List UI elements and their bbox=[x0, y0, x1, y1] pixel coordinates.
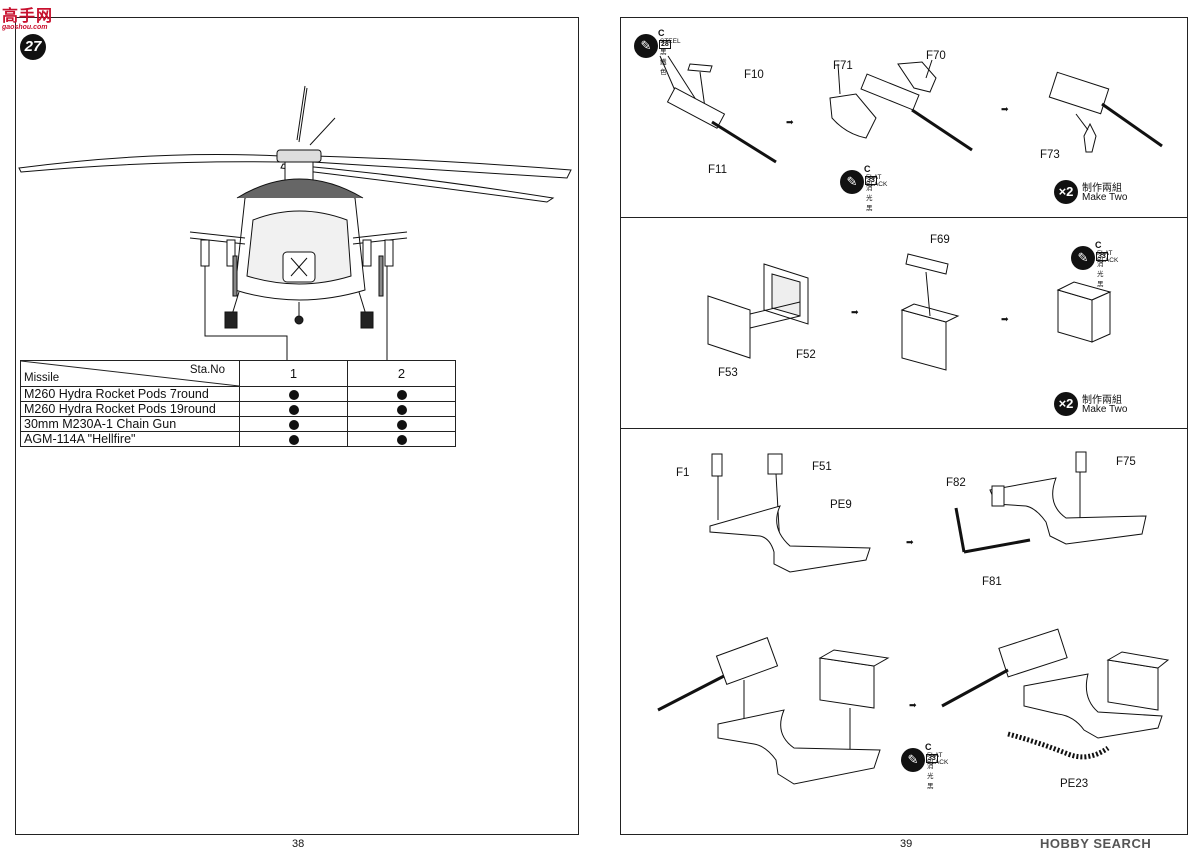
part-label: F1 bbox=[676, 467, 690, 479]
paint-name-cn: 消光黑 bbox=[927, 763, 934, 790]
missile-station-table: Sta.No Missile 1 2 M260 Hydra Rocket Pod… bbox=[20, 360, 456, 447]
station-mark bbox=[347, 401, 456, 417]
station-mark bbox=[239, 431, 348, 447]
step-arrow-icon: ➡ bbox=[786, 117, 794, 127]
part-label: PE23 bbox=[1060, 778, 1089, 790]
filled-dot-icon bbox=[396, 419, 407, 430]
paint-name-cn: 消光黑 bbox=[1097, 261, 1104, 288]
station-mark bbox=[347, 431, 456, 447]
ammo-box-step2 bbox=[896, 248, 966, 374]
filled-dot-icon bbox=[288, 434, 299, 445]
station-mark bbox=[347, 386, 456, 402]
part-label: F51 bbox=[812, 461, 832, 473]
station-1-header: 1 bbox=[239, 360, 348, 387]
watermark-text: 高手网 bbox=[2, 6, 54, 25]
part-label: F71 bbox=[833, 60, 853, 72]
missile-name: M260 Hydra Rocket Pods 19round bbox=[20, 401, 240, 417]
watermark-url: gaoshou.com bbox=[2, 24, 48, 31]
step-arrow-icon: ➡ bbox=[909, 700, 917, 710]
part-label: F82 bbox=[946, 477, 966, 489]
station-mark bbox=[239, 401, 348, 417]
make-two-cn: 制作兩組 bbox=[1082, 183, 1122, 194]
table-row: M260 Hydra Rocket Pods 19round bbox=[20, 401, 456, 417]
paint-name-en: FLAT BLACK bbox=[866, 174, 888, 188]
station-2-header: 2 bbox=[347, 360, 456, 387]
part-label: F73 bbox=[1040, 149, 1060, 161]
missile-name: M260 Hydra Rocket Pods 7round bbox=[20, 386, 240, 402]
part-label: F69 bbox=[930, 234, 950, 246]
paint-code: C33 bbox=[925, 742, 938, 763]
part-label: F11 bbox=[708, 164, 727, 176]
paint-code: C28 bbox=[658, 28, 671, 49]
multiply-two-icon: ×2 bbox=[1054, 180, 1078, 204]
make-two-en: Make Two bbox=[1082, 192, 1128, 203]
gun-finished-step3 bbox=[1046, 70, 1166, 160]
step-arrow-icon: ➡ bbox=[1001, 314, 1009, 324]
ammo-box-finished bbox=[1054, 276, 1114, 346]
page-number-left: 38 bbox=[292, 838, 305, 850]
multiply-two-icon: ×2 bbox=[1054, 392, 1078, 416]
station-mark bbox=[239, 416, 348, 432]
step-arrow-icon: ➡ bbox=[851, 307, 859, 317]
part-label: F81 bbox=[982, 576, 1002, 588]
table-row: M260 Hydra Rocket Pods 7round bbox=[20, 386, 456, 402]
watermark-logo: 高手网 gaoshou.com bbox=[2, 2, 72, 36]
step-arrow-icon: ➡ bbox=[1001, 104, 1009, 114]
part-label: F10 bbox=[744, 69, 764, 81]
station-mark bbox=[347, 416, 456, 432]
missile-name: 30mm M230A-1 Chain Gun bbox=[20, 416, 240, 432]
header-station-label: Sta.No bbox=[189, 364, 225, 376]
right-page bbox=[620, 17, 1188, 835]
filled-dot-icon bbox=[288, 389, 299, 400]
header-missile-label: Missile bbox=[24, 372, 60, 384]
part-label: F75 bbox=[1116, 456, 1136, 468]
filled-dot-icon bbox=[396, 434, 407, 445]
gun-mount-step2 bbox=[826, 58, 976, 168]
filled-dot-icon bbox=[288, 404, 299, 415]
missile-name: AGM-114A "Hellfire" bbox=[20, 431, 240, 447]
part-label: F52 bbox=[796, 349, 816, 361]
ammo-box-step1 bbox=[704, 258, 824, 362]
gun-box-assembly bbox=[654, 638, 894, 794]
gun-assembly-step1 bbox=[650, 50, 790, 180]
part-label: PE9 bbox=[830, 499, 852, 511]
filled-dot-icon bbox=[396, 389, 407, 400]
part-label: F53 bbox=[718, 367, 738, 379]
station-mark bbox=[239, 386, 348, 402]
paint-name-en: FLAT BLACK bbox=[1097, 250, 1119, 264]
paint-brush-icon: ✎ bbox=[634, 34, 658, 58]
table-header-cell: Sta.No Missile bbox=[20, 360, 240, 387]
paint-name-en: FLAT BLACK bbox=[927, 752, 949, 766]
page-number-right: 39 bbox=[900, 838, 913, 850]
mount-plate-step2 bbox=[946, 448, 1160, 558]
mount-plate-step1 bbox=[700, 448, 880, 574]
make-two-cn: 制作兩組 bbox=[1082, 395, 1122, 406]
filled-dot-icon bbox=[396, 404, 407, 415]
gun-mount-finished bbox=[938, 626, 1170, 776]
hobby-search-logo: HOBBY SEARCH bbox=[1040, 836, 1152, 851]
make-two-en: Make Two bbox=[1082, 404, 1128, 415]
paint-brush-icon: ✎ bbox=[840, 170, 864, 194]
paint-name-en: STEEL bbox=[660, 38, 681, 45]
table-row: AGM-114A "Hellfire" bbox=[20, 431, 456, 447]
filled-dot-icon bbox=[288, 419, 299, 430]
section-divider bbox=[621, 428, 1187, 429]
paint-name-cn: 消光黑 bbox=[866, 185, 873, 212]
paint-brush-icon: ✎ bbox=[1071, 246, 1095, 270]
step-number-badge: 27 bbox=[20, 34, 46, 60]
section-divider bbox=[621, 217, 1187, 218]
paint-code: C33 bbox=[1095, 240, 1108, 261]
paint-code: C33 bbox=[864, 164, 877, 185]
part-label: F70 bbox=[926, 50, 946, 62]
helicopter-front-view bbox=[15, 80, 579, 380]
paint-brush-icon: ✎ bbox=[901, 748, 925, 772]
step-arrow-icon: ➡ bbox=[906, 537, 914, 547]
table-row: 30mm M230A-1 Chain Gun bbox=[20, 416, 456, 432]
